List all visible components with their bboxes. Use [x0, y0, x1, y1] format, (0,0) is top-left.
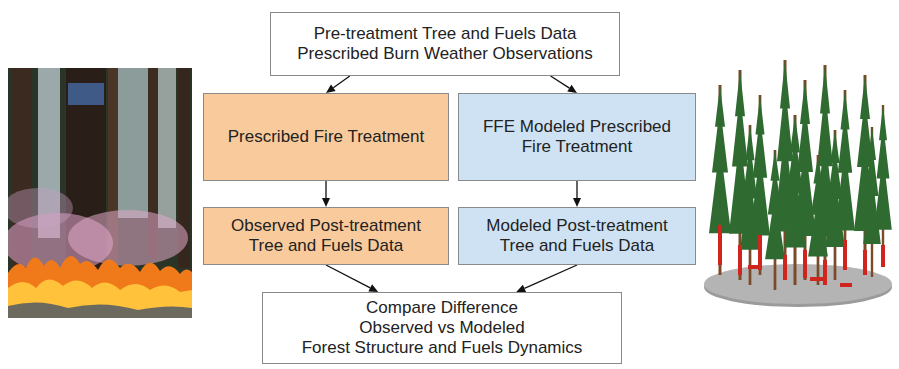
arrow-connector: [322, 181, 330, 207]
connector-line: [333, 76, 349, 88]
connector-line: [524, 265, 577, 288]
arrow-connector: [551, 76, 577, 93]
flames: [8, 279, 192, 318]
arrow-connector: [573, 181, 581, 207]
smoke: [8, 188, 73, 228]
tree: [765, 150, 785, 290]
tree: [740, 125, 760, 285]
tree-markers: [718, 225, 885, 287]
tree: [784, 115, 806, 285]
tree: [825, 130, 845, 280]
tree: [709, 85, 731, 275]
tree: [808, 155, 828, 285]
input-box: Pre-treatment Tree and Fuels Data Prescr…: [270, 12, 620, 76]
process-box: FFE Modeled Prescribed Fire Treatment: [458, 93, 696, 181]
box-text: FFE Modeled Prescribed Fire Treatment: [475, 117, 679, 157]
arrow-head: [567, 85, 577, 93]
box-text: Prescribed Fire Treatment: [228, 127, 425, 147]
data-box: Modeled Post-treatment Tree and Fuels Da…: [458, 207, 696, 265]
connector-line: [326, 265, 370, 288]
arrow-connector: [326, 76, 350, 93]
arrow-head: [368, 284, 378, 292]
arrow-connector: [516, 265, 577, 292]
connector-line: [325, 181, 326, 198]
arrow-head: [573, 198, 581, 207]
connector-line: [576, 181, 577, 198]
box-text: Modeled Post-treatment Tree and Fuels Da…: [475, 216, 679, 256]
connector-line: [551, 76, 570, 88]
data-box: Observed Post-treatment Tree and Fuels D…: [203, 207, 449, 265]
process-box: Prescribed Fire Treatment: [203, 93, 449, 181]
arrow-head: [516, 285, 526, 292]
sky-gap: [118, 68, 148, 218]
box-text: Compare Difference: [366, 298, 518, 318]
arrow-head: [326, 85, 336, 93]
trunk-band: [68, 83, 104, 105]
arrow-head: [322, 198, 330, 207]
box-text: Observed Post-treatment Tree and Fuels D…: [224, 216, 428, 256]
box-text: Pre-treatment Tree and Fuels Data Prescr…: [291, 24, 599, 64]
result-box: Compare DifferenceObserved vs ModeledFor…: [262, 292, 622, 364]
smoke: [68, 210, 188, 266]
tree: [863, 127, 881, 277]
box-text: Forest Structure and Fuels Dynamics: [302, 338, 583, 358]
ash: [8, 302, 192, 318]
arrow-connector: [326, 265, 378, 292]
fire-photo: [8, 68, 192, 318]
box-text: Observed vs Modeled: [359, 318, 524, 338]
flames: [8, 256, 192, 318]
sky-gap: [158, 68, 176, 228]
tree-model: [700, 55, 896, 310]
